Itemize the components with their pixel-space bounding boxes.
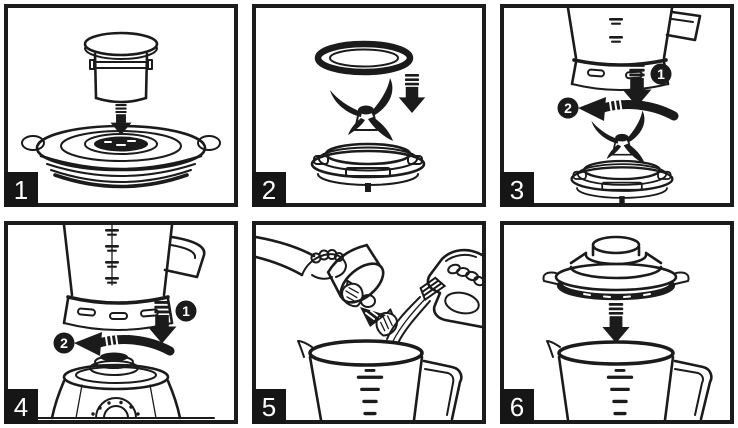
svg-text:1: 1 <box>182 303 190 319</box>
step-number-badge: 6 <box>500 389 534 424</box>
jar-with-scale <box>546 340 713 420</box>
blade-base <box>570 159 674 203</box>
step-number-badge: 3 <box>500 172 534 207</box>
step-number-badge: 1 <box>4 172 38 207</box>
left-arm <box>256 235 347 280</box>
blade-assembly <box>329 77 394 142</box>
fruit-clump <box>360 307 386 327</box>
measuring-cup <box>83 31 159 104</box>
callout-2: 2 <box>53 332 75 354</box>
svg-text:2: 2 <box>60 335 68 351</box>
down-arrow-icon <box>602 303 630 343</box>
jar-handle <box>673 359 713 420</box>
jar-handle <box>422 359 463 420</box>
scale-marks <box>356 369 384 416</box>
pour-stream <box>386 296 431 344</box>
jar-onto-blades-illustration: 1 2 <box>557 8 702 203</box>
blade-assembly-illustration <box>310 40 426 194</box>
blender-lid <box>21 124 221 189</box>
pouring-ingredients-illustration <box>256 235 482 420</box>
jar-spout <box>297 340 313 358</box>
hand <box>301 253 347 278</box>
callout-2: 2 <box>557 97 579 119</box>
callout-1: 1 <box>175 300 197 322</box>
blade-base <box>310 142 426 194</box>
down-arrow-icon <box>398 74 426 113</box>
scale-marks <box>606 369 634 416</box>
jar-onto-base-illustration: 1 2 <box>27 225 215 420</box>
lid-ear-right <box>674 271 690 285</box>
right-hand <box>447 263 482 287</box>
liquid-jug <box>419 248 482 329</box>
jar-with-scale <box>297 339 463 420</box>
motor-base <box>27 363 215 420</box>
step-panel-6: 6 <box>500 221 734 424</box>
step-panel-3: 1 2 3 <box>500 4 734 207</box>
lid-onto-jar-illustration <box>542 235 713 420</box>
step-number-badge: 5 <box>252 389 286 424</box>
jar-handle <box>665 10 702 42</box>
step-panel-2: 2 <box>252 4 486 207</box>
sealing-ring <box>314 40 414 76</box>
lid-ear-left <box>542 271 558 285</box>
svg-text:2: 2 <box>564 100 572 116</box>
callout-1: 1 <box>650 63 672 85</box>
step-panel-1: 1 <box>4 4 238 207</box>
jar-handle <box>163 235 206 279</box>
svg-text:1: 1 <box>657 66 665 82</box>
step-number-badge: 4 <box>4 389 38 424</box>
step-panel-4: 1 2 <box>4 221 238 424</box>
twist-arrow-icon <box>578 97 674 121</box>
measuring-cup-into-lid-illustration <box>21 31 221 189</box>
jug-spout <box>419 276 446 301</box>
jar-spout <box>546 340 561 358</box>
step-number-badge: 2 <box>252 172 286 207</box>
lid-ring <box>556 281 676 301</box>
jar-inverted <box>566 8 702 91</box>
step-panel-5: 5 <box>252 221 486 424</box>
speed-knob <box>95 397 137 419</box>
assembled-lid <box>542 235 690 301</box>
fruit-piece <box>360 294 376 308</box>
